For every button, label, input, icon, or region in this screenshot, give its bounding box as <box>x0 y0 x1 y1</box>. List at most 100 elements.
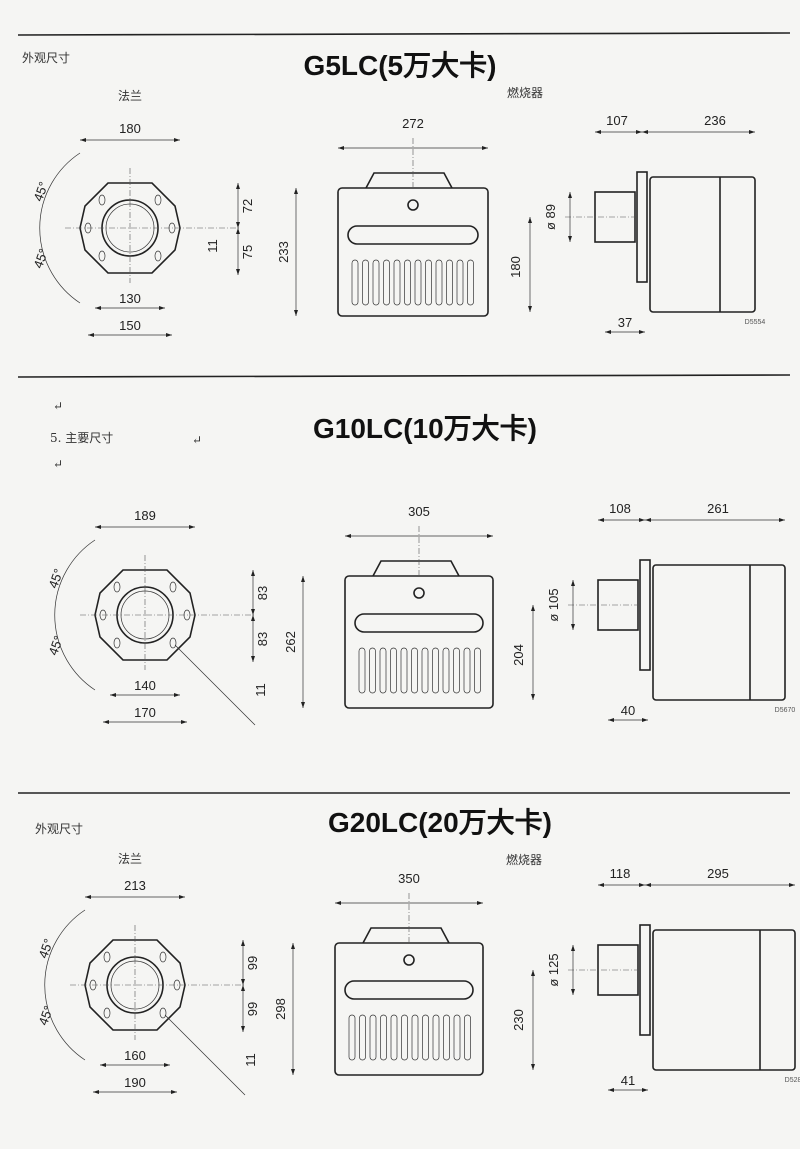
air-vent-slot <box>432 647 439 694</box>
section-divider <box>17 32 791 36</box>
arrowhead <box>571 945 575 995</box>
flange-label: 法兰 <box>118 852 142 866</box>
angle-arc <box>44 909 86 1061</box>
front-length: 118 <box>610 866 631 881</box>
air-vent-slot <box>380 1014 387 1061</box>
air-vent-slot <box>393 259 401 306</box>
air-vent-slot <box>446 259 453 306</box>
arrowhead <box>568 192 572 242</box>
front-width: 350 <box>398 871 420 886</box>
mounting-flange <box>639 559 651 671</box>
body-length: 261 <box>707 501 729 516</box>
air-vent-slot <box>463 647 471 694</box>
burner-front-housing <box>344 575 494 709</box>
air-vent-slot <box>390 1014 398 1061</box>
angle-arc <box>54 539 96 691</box>
air-vent-slot <box>456 259 464 306</box>
section-header: 外观尺寸 <box>35 822 83 836</box>
section-title: G10LC(10万大卡) <box>313 413 537 444</box>
bolt-hole <box>98 250 106 262</box>
burner-front-hole <box>403 954 415 966</box>
air-vent-slot <box>372 259 380 306</box>
burner-front-housing <box>337 187 489 317</box>
tube-diameter: ø 125 <box>546 953 561 986</box>
flange-offset: 11 <box>253 683 268 697</box>
flange-lower: 75 <box>240 245 255 259</box>
air-vent-slot <box>435 259 443 306</box>
bolt-hole <box>169 637 177 649</box>
angle-top: 45° <box>35 937 56 961</box>
return-mark: ↵ <box>192 433 202 447</box>
mounting-flange <box>639 924 651 1036</box>
angle-bottom: 45° <box>35 1004 56 1028</box>
air-vent-slot <box>358 647 366 694</box>
front-width: 305 <box>408 504 430 519</box>
air-vent-slot <box>442 647 450 694</box>
burner-mount-bracket <box>372 560 460 577</box>
front-width: 272 <box>402 116 424 131</box>
burner-body <box>652 929 796 1071</box>
flange-upper: 99 <box>245 956 260 970</box>
burner-height: 204 <box>511 644 526 666</box>
flange-width: 213 <box>124 878 146 893</box>
air-vent-slot <box>422 1014 429 1061</box>
air-vent-slot <box>411 1014 419 1061</box>
burner-front-hole <box>407 199 419 211</box>
air-vent-slot <box>414 259 422 306</box>
section-title: G5LC(5万大卡) <box>304 50 497 81</box>
flange-bolt: 130 <box>119 291 141 306</box>
flange-bolt: 140 <box>134 678 156 693</box>
burner-front-hole <box>413 587 425 599</box>
flange-width: 180 <box>119 121 141 136</box>
section-header: 5. 主要尺寸 <box>50 431 113 445</box>
section-divider <box>17 374 791 378</box>
mounting-flange <box>636 171 648 283</box>
angle-arc <box>39 152 81 304</box>
flange-offset: 11 <box>205 239 220 253</box>
angle-bottom: 45° <box>45 634 66 658</box>
air-vent-slot <box>362 259 369 306</box>
tube-diameter: ø 89 <box>543 204 558 230</box>
flange-bolt: 160 <box>124 1048 146 1063</box>
air-vent-slot <box>474 647 481 694</box>
flange-upper: 83 <box>255 586 270 600</box>
arrowhead <box>571 580 575 630</box>
flange-base: 150 <box>119 318 141 333</box>
air-vent-slot <box>432 1014 440 1061</box>
bolt-hole <box>154 194 162 206</box>
burner-mount-bracket <box>362 927 450 944</box>
air-vent-slot <box>453 1014 461 1061</box>
front-height: 298 <box>273 998 288 1020</box>
flange-lower: 83 <box>255 632 270 646</box>
bolt-hole <box>113 581 121 593</box>
angle-top: 45° <box>30 180 51 204</box>
drawing-code: D5670 <box>775 707 796 714</box>
burner-body <box>649 176 756 313</box>
air-vent-slot <box>425 259 432 306</box>
return-mark: ↵ <box>53 399 63 413</box>
air-vent-slot <box>351 259 359 306</box>
offset-line <box>164 1014 246 1096</box>
inset: 41 <box>621 1073 635 1088</box>
bolt-hole <box>103 1007 111 1019</box>
bolt-hole <box>113 637 121 649</box>
flange-lower: 99 <box>245 1002 260 1016</box>
drawing-code: D5283 <box>785 1077 800 1084</box>
burner-height: 180 <box>508 256 523 278</box>
inset: 37 <box>618 315 632 330</box>
air-vent-slot <box>401 1014 408 1061</box>
air-vent-slot <box>467 259 474 306</box>
section-title: G20LC(20万大卡) <box>328 807 552 838</box>
bolt-hole <box>154 250 162 262</box>
flange-label: 法兰 <box>118 89 142 103</box>
air-vent-slot <box>348 1014 356 1061</box>
air-vent-slot <box>369 1014 377 1061</box>
angle-top: 45° <box>45 567 66 591</box>
flange-base: 190 <box>124 1075 146 1090</box>
flange-offset: 11 <box>243 1053 258 1067</box>
air-vent-slot <box>464 1014 471 1061</box>
flange-outline <box>79 182 181 274</box>
flange-upper: 72 <box>240 199 255 213</box>
